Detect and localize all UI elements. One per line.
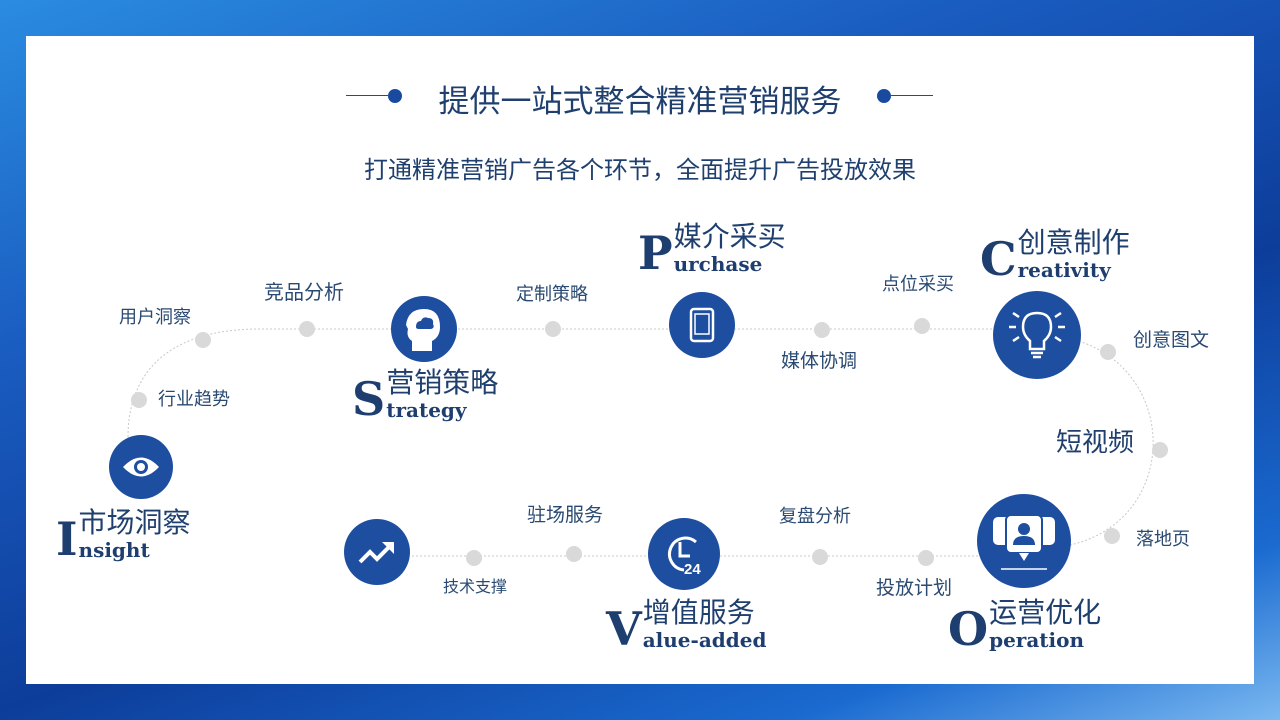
- step-review: 复盘分析: [779, 506, 851, 527]
- stage-cn: 市场洞察: [78, 506, 191, 539]
- step-onsite: 驻场服务: [527, 504, 604, 526]
- stage-en: nsight: [78, 537, 150, 562]
- title-deco-dot-right: [877, 89, 891, 103]
- eye-icon: [109, 435, 173, 499]
- lightbulb-icon: [993, 291, 1081, 379]
- stage-letter: I: [56, 512, 78, 567]
- step-industry: 行业趋势: [158, 389, 230, 410]
- stage-cn: 媒介采买: [673, 220, 786, 253]
- step-landing: 落地页: [1136, 529, 1190, 550]
- stage-letter: S: [352, 372, 386, 427]
- head-cloud-icon: [391, 296, 457, 362]
- step-coordination: 媒体协调: [781, 350, 858, 372]
- clock-24-icon: 24: [648, 518, 720, 590]
- svg-text:24: 24: [684, 561, 701, 576]
- step-user: 用户洞察: [119, 307, 191, 328]
- stage-letter: P: [638, 226, 673, 281]
- step-custom: 定制策略: [516, 284, 588, 305]
- stage-cn: 创意制作: [1017, 226, 1130, 259]
- stage-en: reativity: [1017, 257, 1111, 282]
- step-tech: 技术支撑: [443, 577, 508, 596]
- title-deco-line-left: [346, 95, 388, 96]
- title-deco-line-right: [891, 95, 933, 96]
- stage-en: trategy: [386, 397, 467, 422]
- step-short-video: 短视频: [1056, 428, 1135, 458]
- step-plan: 投放计划: [876, 577, 953, 599]
- step-creative-text: 创意图文: [1133, 329, 1210, 351]
- title-deco-dot-left: [388, 89, 402, 103]
- stage-letter: V: [606, 602, 642, 657]
- stage-cn: 运营优化: [989, 596, 1102, 629]
- stage-en: alue-added: [642, 627, 767, 652]
- step-competitor: 竞品分析: [264, 280, 344, 304]
- stage-cn: 营销策略: [386, 366, 499, 399]
- step-dots: [131, 318, 1168, 566]
- stage-letter: O: [948, 602, 989, 657]
- stage-letter: C: [980, 232, 1017, 287]
- step-spot: 点位采买: [882, 274, 954, 295]
- user-chat-icon: [977, 494, 1071, 588]
- stage-en: urchase: [673, 251, 763, 276]
- stage-en: peration: [989, 627, 1084, 652]
- trend-up-icon: [344, 519, 410, 585]
- page-subtitle: 打通精准营销广告各个环节，全面提升广告投放效果: [364, 156, 916, 184]
- stage-cn: 增值服务: [642, 596, 755, 629]
- tablet-icon: [669, 292, 735, 358]
- page-title: 提供一站式整合精准营销服务: [438, 84, 842, 120]
